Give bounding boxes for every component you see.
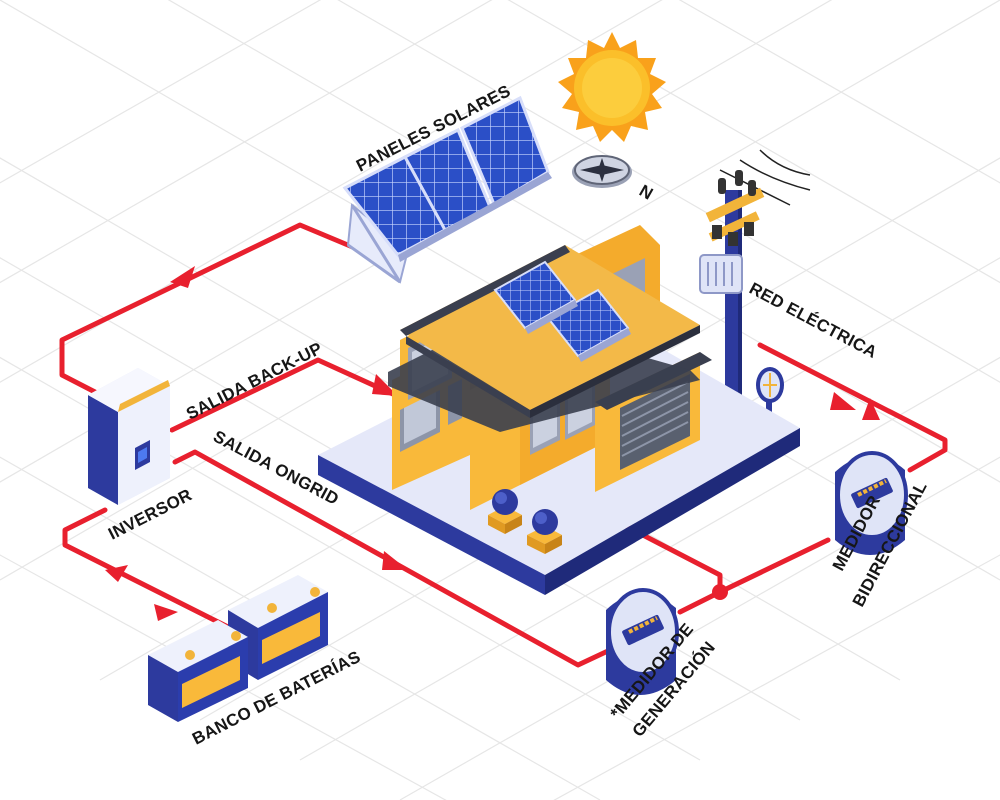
generation-meter	[606, 588, 679, 695]
arrow-icon	[830, 392, 856, 410]
inverter	[88, 368, 170, 505]
flow-backup-to-house	[169, 357, 398, 433]
compass-icon	[572, 155, 632, 188]
flow-inverter-to-batteries	[62, 507, 233, 631]
sun-icon	[558, 32, 666, 142]
junction-dot	[712, 584, 728, 600]
arrow-icon	[862, 398, 880, 420]
ground-solar-panels	[342, 95, 552, 284]
arrow-icon	[382, 551, 408, 570]
flow-bidir-to-grid	[757, 342, 948, 473]
house	[388, 225, 712, 510]
planters	[488, 489, 562, 554]
backup-output-label: SALIDA BACK-UP	[183, 339, 325, 424]
arrow-icon	[105, 565, 128, 582]
north-label: N	[636, 181, 656, 204]
flow-gen-to-bidir	[677, 537, 831, 615]
arrow-icon	[170, 266, 195, 288]
bidirectional-meter	[835, 451, 908, 555]
arrow-icon	[372, 374, 398, 396]
arrow-icon	[154, 604, 178, 621]
battery-bank	[148, 575, 328, 722]
flow-panels-to-inverter	[59, 222, 358, 395]
